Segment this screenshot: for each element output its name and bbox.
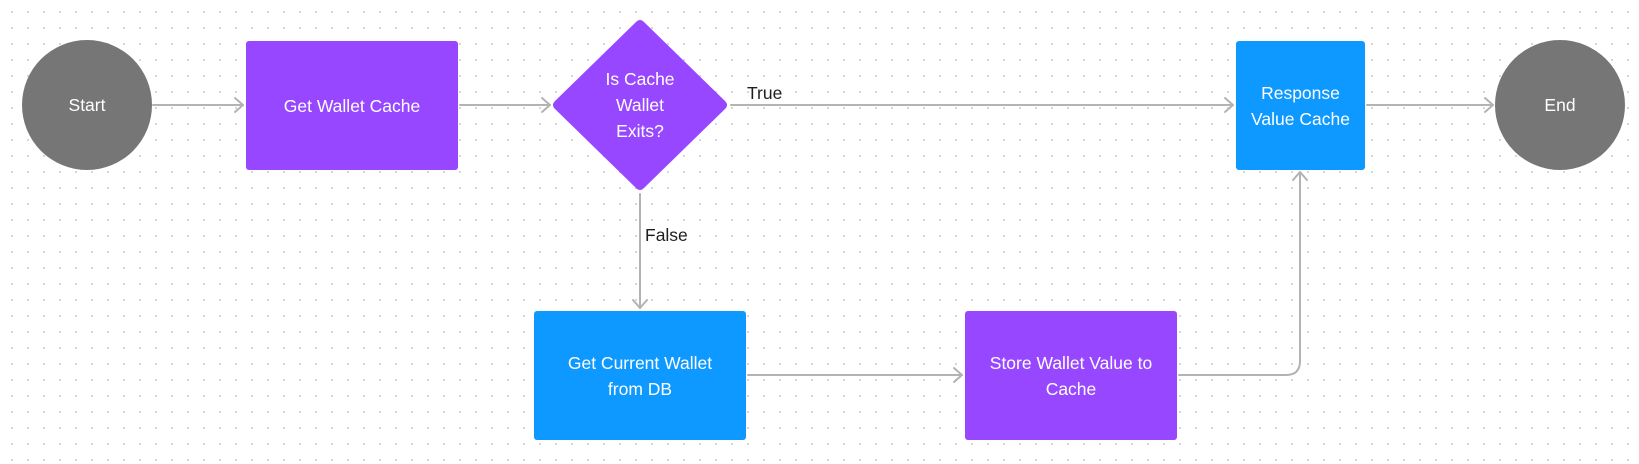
arrowhead [953, 367, 963, 383]
get-current-wallet-label: Get Current Wallet from DB [567, 352, 713, 399]
edge-label-false: False [645, 225, 688, 245]
response-value-cache-node[interactable]: Response Value Cache [1236, 41, 1365, 170]
start-node-label: Start [68, 95, 106, 115]
arrowhead [541, 97, 551, 113]
edge-store-to-response [1178, 171, 1301, 376]
store-wallet-value-node[interactable]: Store Wallet Value to Cache [965, 311, 1177, 440]
arrowhead [1484, 97, 1494, 113]
response-value-cache-label: Response Value Cache [1251, 82, 1350, 129]
arrowhead [234, 97, 244, 113]
edge-label-true: True [747, 83, 783, 103]
end-node[interactable]: End [1495, 40, 1625, 170]
arrowhead [1292, 171, 1308, 181]
arrowhead [632, 299, 648, 309]
store-wallet-value-label: Store Wallet Value to Cache [989, 352, 1153, 399]
start-node[interactable]: Start [22, 40, 152, 170]
decision-diamond-shape[interactable] [553, 20, 727, 190]
get-wallet-cache-label: Get Wallet Cache [283, 95, 421, 116]
arrowhead [1224, 97, 1234, 113]
get-current-wallet-node[interactable]: Get Current Wallet from DB [534, 311, 746, 440]
end-node-label: End [1544, 95, 1576, 115]
decision-node-label: Is Cache Wallet Exits? [605, 69, 675, 141]
get-wallet-cache-node[interactable]: Get Wallet Cache [246, 41, 458, 170]
